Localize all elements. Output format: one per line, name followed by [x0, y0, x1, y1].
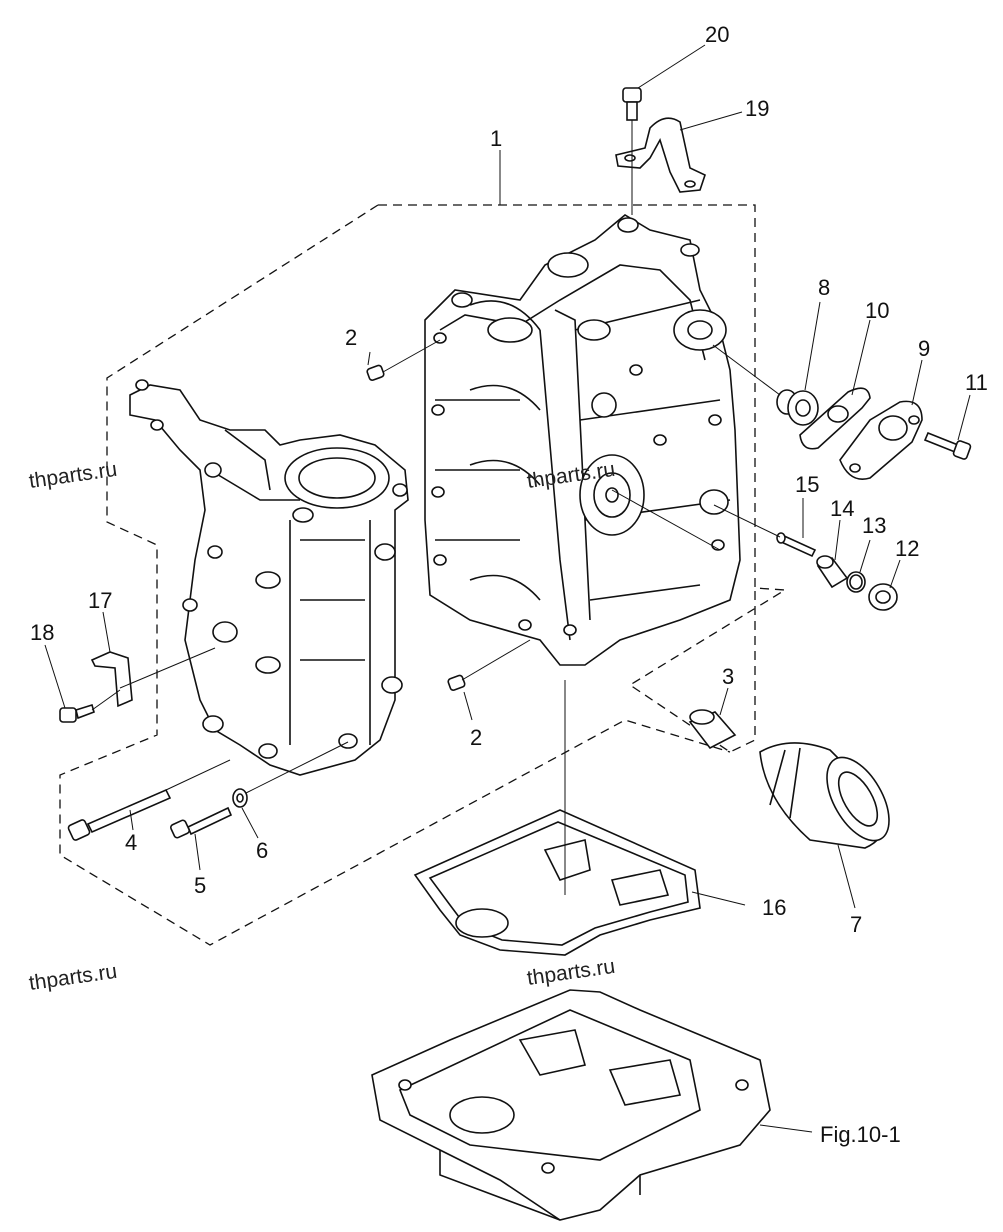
- figure-reference: Fig.10-1: [820, 1122, 901, 1147]
- part-4-long-bolt: [67, 788, 172, 841]
- part-2-dowel-upper: [366, 364, 385, 381]
- label-part-18: 18: [30, 620, 54, 645]
- label-part-4: 4: [125, 830, 137, 855]
- part-8-thermo-switch: [776, 389, 819, 426]
- lower-casing-fig-10-1: [371, 989, 771, 1221]
- label-part-12: 12: [895, 536, 919, 561]
- label-part-7: 7: [850, 912, 862, 937]
- part-labels: 20 19 1 2 8 10 9 11 15 14 13 12 17 18 3 …: [30, 22, 988, 1147]
- label-part-11: 11: [965, 370, 988, 395]
- part-13-o-ring: [846, 571, 866, 593]
- label-part-16: 16: [762, 895, 786, 920]
- part-10-gasket: [799, 387, 871, 450]
- label-part-8: 8: [818, 275, 830, 300]
- part-14-collar: [816, 555, 849, 589]
- part-19-bracket: [615, 117, 706, 193]
- label-part-20: 20: [705, 22, 729, 47]
- label-part-5: 5: [194, 873, 206, 898]
- label-part-6: 6: [256, 838, 268, 863]
- label-part-19: 19: [745, 96, 769, 121]
- crankcase-block: [424, 214, 741, 666]
- leader-lines: [44, 44, 971, 1133]
- part-3-sleeve: [688, 709, 737, 750]
- label-part-13: 13: [862, 513, 886, 538]
- label-part-10: 10: [865, 298, 889, 323]
- watermark-4: thparts.ru: [525, 955, 616, 990]
- part-5-bolt: [169, 806, 233, 839]
- label-part-2-upper: 2: [345, 325, 357, 350]
- label-part-2-lower: 2: [470, 725, 482, 750]
- part-20-bolt: [622, 87, 642, 121]
- cylinder-head: [129, 379, 409, 776]
- label-part-3: 3: [722, 664, 734, 689]
- watermark-1: thparts.ru: [27, 458, 118, 493]
- part-9-thermostat-cover: [839, 400, 923, 480]
- assembly-boundary-1: [59, 204, 788, 946]
- part-12-plug: [868, 583, 898, 611]
- part-16-gasket: [413, 809, 701, 956]
- part-7-oil-filter: [759, 742, 890, 849]
- part-18-bolt: [59, 703, 95, 723]
- label-part-9: 9: [918, 336, 930, 361]
- label-part-14: 14: [830, 496, 854, 521]
- watermark-3: thparts.ru: [27, 960, 118, 995]
- part-6-washer: [232, 788, 248, 808]
- part-17-bracket: [90, 651, 133, 708]
- part-2-dowel-lower: [447, 674, 466, 691]
- part-15-pin: [776, 532, 817, 558]
- label-part-17: 17: [88, 588, 112, 613]
- label-part-1: 1: [490, 126, 502, 151]
- part-11-bolt: [923, 431, 972, 460]
- label-part-15: 15: [795, 472, 819, 497]
